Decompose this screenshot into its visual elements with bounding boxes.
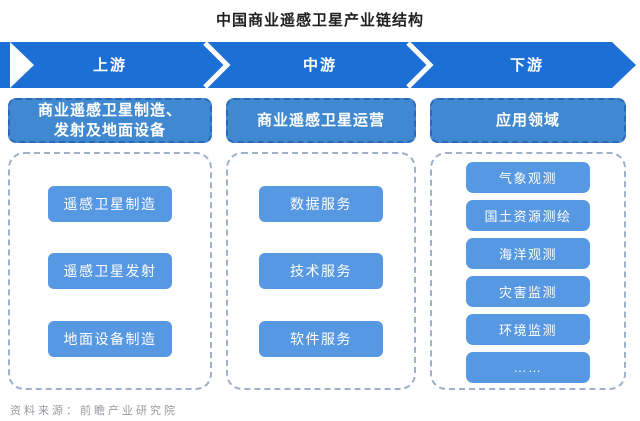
header-line: 商业遥感卫星运营 [256,111,385,129]
column-header-downstream: 应用领域 [430,98,626,143]
diagram-title: 中国商业遥感卫星产业链结构 [215,12,424,29]
item-box: 软件服务 [259,320,383,357]
chevron-separator-2 [406,42,434,88]
flow-arrow-banner: 上游 中游 下游 [0,42,640,88]
item-box: …… [466,352,590,383]
item-box: 遥感卫星制造 [48,185,172,222]
arrow-band-shape [0,42,636,88]
column-items-container-midstream: 数据服务 技术服务 软件服务 [226,152,416,390]
column-downstream: 应用领域 气象观测 国土资源测绘 海洋观测 灾害监测 环境监测 …… [430,98,626,390]
header-line: 商业遥感卫星制造、 [37,102,182,119]
item-box: 地面设备制造 [48,320,172,357]
banner-segment-downstream: 下游 [510,56,544,74]
item-box: 环境监测 [466,314,590,345]
arrow-left-notch [10,42,34,88]
item-box: 技术服务 [259,253,383,289]
item-box: 遥感卫星发射 [48,253,172,289]
source-caption: 资料来源：前瞻产业研究院 [10,405,178,417]
column-items-container-upstream: 遥感卫星制造 遥感卫星发射 地面设备制造 [8,152,212,390]
header-line: 发射及地面设备 [53,121,166,139]
column-upstream: 商业遥感卫星制造、 发射及地面设备 遥感卫星制造 遥感卫星发射 地面设备制造 [8,98,212,390]
flow-arrow-graphic: 上游 中游 下游 [0,42,636,88]
column-header-upstream: 商业遥感卫星制造、 发射及地面设备 [8,98,212,143]
item-box: 灾害监测 [466,276,590,307]
item-box: 数据服务 [259,185,383,222]
column-midstream: 商业遥感卫星运营 数据服务 技术服务 软件服务 [226,98,416,390]
column-items-container-downstream: 气象观测 国土资源测绘 海洋观测 灾害监测 环境监测 …… [430,152,626,390]
item-box: 气象观测 [466,162,590,193]
column-header-midstream: 商业遥感卫星运营 [226,98,416,143]
banner-segment-midstream: 中游 [303,56,337,74]
banner-segment-upstream: 上游 [93,56,127,74]
chevron-separator-1 [203,42,231,88]
item-box: 国土资源测绘 [466,200,590,231]
item-box: 海洋观测 [466,238,590,269]
header-line: 应用领域 [495,111,560,129]
